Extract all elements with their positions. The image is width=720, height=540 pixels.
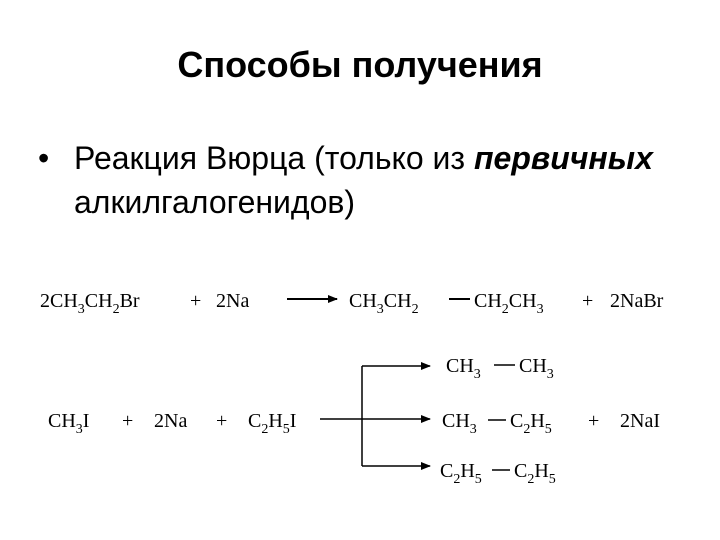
r1-p-part: CH (349, 290, 377, 312)
r2-pb-part: C (510, 410, 524, 432)
r1-r1-part: CH (84, 290, 113, 312)
r1-r1-sub: 2 (112, 302, 120, 317)
r1-p-part: CH (474, 290, 502, 312)
r1-reactant1: 2CH3CH2Br (40, 290, 140, 317)
r1-p-part: CH (383, 290, 412, 312)
r2-pc-part: C (440, 460, 454, 482)
r2-pa-sub: 3 (546, 367, 554, 382)
bullet-dot: • (38, 140, 50, 176)
r2-r3-part: C (248, 410, 262, 432)
r1-plus2: + (582, 290, 594, 312)
r2-pc-part: C (514, 460, 528, 482)
r2-pb-sub: 2 (523, 422, 531, 437)
r2-pc-part: H (460, 460, 475, 482)
r2-product-c-right: C2H5 (514, 460, 556, 487)
r2-reactant1: CH3I (48, 410, 90, 437)
r2-pb-part: CH (442, 410, 470, 432)
r2-pa-part: CH (519, 355, 547, 377)
r2-r1-part: I (82, 410, 90, 432)
r2-pc-sub: 2 (453, 472, 461, 487)
r1-r1-sub: 3 (77, 302, 85, 317)
r2-byproduct: 2NaI (620, 410, 660, 432)
r1-product1b: CH2CH3 (474, 290, 544, 317)
r1-plus1: + (190, 290, 202, 312)
r1-p-sub: 3 (376, 302, 384, 317)
r2-reactant3: C2H5I (248, 410, 297, 437)
r2-product-b-right: C2H5 (510, 410, 552, 437)
r2-r1-sub: 3 (75, 422, 83, 437)
r2-plus3: + (588, 410, 600, 432)
r1-product1a: CH3CH2 (349, 290, 419, 317)
r1-r1-part: CH (50, 290, 78, 312)
r2-reactant2: 2Na (154, 410, 188, 432)
r1-r1-part: Br (119, 290, 140, 312)
r2-pc-part: H (534, 460, 549, 482)
r2-pb-part: H (530, 410, 545, 432)
r1-p-part: CH (508, 290, 537, 312)
r1-coef: 2 (40, 290, 50, 312)
bullet-text-before: Реакция Вюрца (только из (74, 140, 474, 176)
r2-pa-sub: 3 (473, 367, 481, 382)
bullet-text-after: алкилгалогенидов) (74, 184, 356, 220)
r2-r3-part: H (268, 410, 283, 432)
r1-p-sub: 2 (411, 302, 419, 317)
r2-r3-sub: 5 (282, 422, 290, 437)
bullet-text-emphasis: первичных (473, 140, 653, 176)
r1-p-sub: 3 (536, 302, 544, 317)
r2-pc-sub: 5 (548, 472, 556, 487)
r2-product-c-left: C2H5 (440, 460, 482, 487)
r2-pb-sub: 5 (544, 422, 552, 437)
r2-product-a-right: CH3 (519, 355, 554, 382)
r2-plus1: + (122, 410, 134, 432)
r2-r3-sub: 2 (261, 422, 269, 437)
r1-p-sub: 2 (501, 302, 509, 317)
r2-product-b-left: CH3 (442, 410, 477, 437)
r2-plus2: + (216, 410, 228, 432)
r2-pc-sub: 5 (474, 472, 482, 487)
r2-r3-part: I (289, 410, 297, 432)
bullet-text: Реакция Вюрца (только из первичных алкил… (74, 136, 714, 224)
r2-pc-sub: 2 (527, 472, 535, 487)
r1-product2: 2NaBr (610, 290, 664, 312)
r2-product-a-left: CH3 (446, 355, 481, 382)
r2-r1-part: CH (48, 410, 76, 432)
r2-pa-part: CH (446, 355, 474, 377)
r1-reactant2: 2Na (216, 290, 250, 312)
slide-title: Способы получения (177, 44, 543, 85)
r2-pb-sub: 3 (469, 422, 477, 437)
